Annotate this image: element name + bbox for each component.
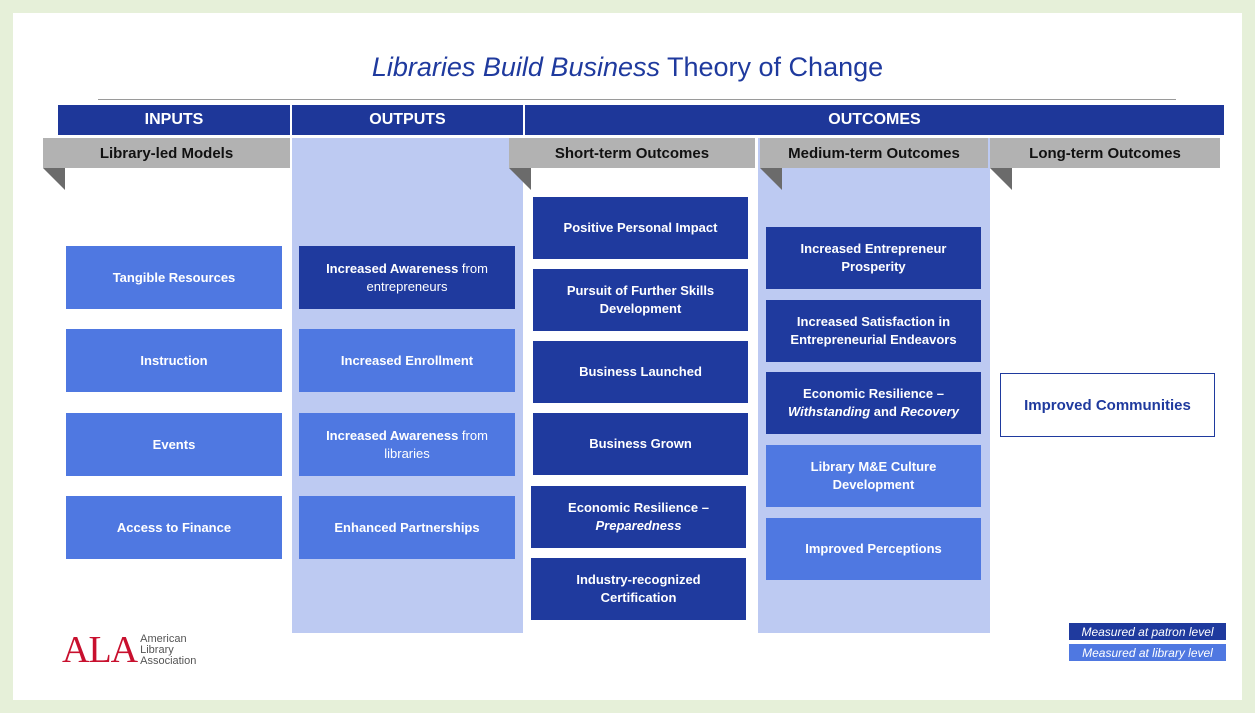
input-box: Tangible Resources [66,246,282,309]
output-normal: from entrepreneurs [366,260,488,294]
input-box: Events [66,413,282,476]
ala-logo: ALA American Library Association [62,629,196,671]
resilience-italic: Preparedness [595,518,682,533]
output-box: Increased Enrollment [299,329,515,392]
header-inputs: INPUTS [58,105,290,135]
logo-line: Library [140,643,174,656]
resilience-label: Economic Resilience – [568,500,709,515]
legend-patron-level: Measured at patron level [1069,623,1226,640]
subheader-shadow [990,168,1012,190]
resilience-label: Economic Resilience – [803,386,944,401]
subheader-shadow [760,168,782,190]
short-term-box: Positive Personal Impact [533,197,748,259]
diagram-title: Libraries Build Business Theory of Chang… [0,52,1255,83]
input-box: Instruction [66,329,282,392]
subheader-library-led: Library-led Models [43,138,290,168]
medium-term-box: Increased Satisfaction in Entrepreneuria… [766,300,981,362]
logo-text: American Library Association [140,632,197,667]
medium-term-box: Library M&E Culture Development [766,445,981,507]
title-italic: Libraries Build Business [371,52,660,82]
subheader-shadow [509,168,531,190]
subheader-medium-term: Medium-term Outcomes [760,138,988,168]
short-term-box: Pursuit of Further Skills Development [533,269,748,331]
output-bold: Increased Awareness [326,427,459,443]
long-term-box: Improved Communities [1000,373,1215,437]
output-box: Increased Awareness from libraries [299,413,515,476]
output-box: Enhanced Partnerships [299,496,515,559]
output-normal: from libraries [384,427,488,461]
short-term-box: Economic Resilience – Preparedness [531,486,746,548]
logo-letters: ALA [62,629,138,671]
resilience-italic: Withstanding [787,404,871,419]
resilience-italic: Recovery [900,404,960,419]
input-box: Access to Finance [66,496,282,559]
output-bold: Increased Enrollment [340,352,474,368]
header-outcomes: OUTCOMES [525,105,1224,135]
subheader-short-term: Short-term Outcomes [509,138,755,168]
medium-term-box: Increased Entrepreneur Prosperity [766,227,981,289]
short-term-box: Business Grown [533,413,748,475]
output-bold: Increased Awareness [326,260,459,276]
title-rest: Theory of Change [667,52,884,82]
medium-term-box: Improved Perceptions [766,518,981,580]
title-divider [98,99,1176,100]
short-term-box: Business Launched [533,341,748,403]
header-outputs: OUTPUTS [292,105,523,135]
output-bold: Enhanced Partnerships [334,519,480,535]
short-term-box: Industry-recognized Certification [531,558,746,620]
subheader-shadow [43,168,65,190]
subheader-long-term: Long-term Outcomes [990,138,1220,168]
output-box: Increased Awareness from entrepreneurs [299,246,515,309]
logo-line: American [140,632,187,645]
medium-term-box: Economic Resilience – Withstanding and Re… [766,372,981,434]
resilience-conjunction: and [870,404,901,419]
logo-line: Association [140,654,197,667]
legend-library-level: Measured at library level [1069,644,1226,661]
